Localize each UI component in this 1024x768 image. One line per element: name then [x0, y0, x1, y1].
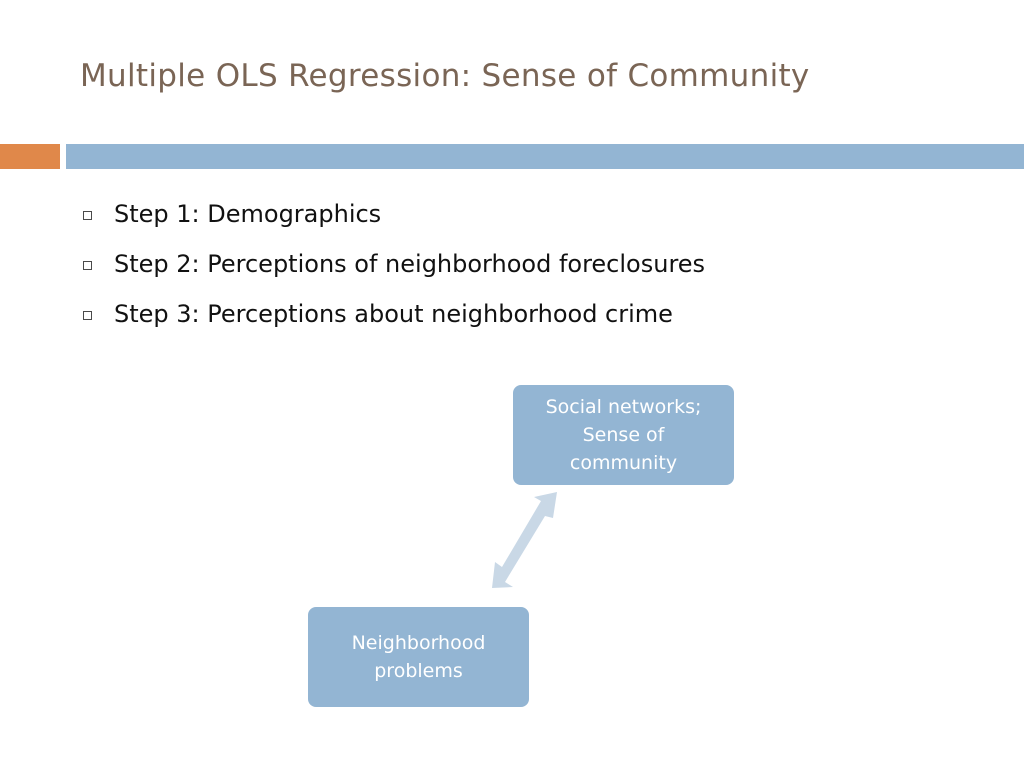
bullet-item: Step 2: Perceptions of neighborhood fore… — [80, 239, 705, 289]
square-bullet-icon — [83, 310, 92, 320]
bullet-text: Step 3: Perceptions about neighborhood c… — [114, 300, 673, 328]
square-bullet-icon — [83, 260, 92, 270]
slide-title: Multiple OLS Regression: Sense of Commun… — [80, 58, 810, 94]
header-bar — [66, 144, 1024, 169]
bullet-item: Step 1: Demographics — [80, 189, 705, 239]
bullet-text: Step 2: Perceptions of neighborhood fore… — [114, 250, 706, 278]
square-bullet-icon — [83, 210, 92, 220]
diagram-node-neighborhood-problems: Neighborhood problems — [308, 607, 529, 707]
bullet-item: Step 3: Perceptions about neighborhood c… — [80, 289, 705, 339]
double-arrow-shape — [492, 492, 557, 588]
bullet-list: Step 1: Demographics Step 2: Perceptions… — [80, 189, 705, 339]
bullet-text: Step 1: Demographics — [114, 200, 382, 228]
diagram-node-social-networks: Social networks; Sense of community — [513, 385, 734, 485]
accent-bar — [0, 144, 60, 169]
